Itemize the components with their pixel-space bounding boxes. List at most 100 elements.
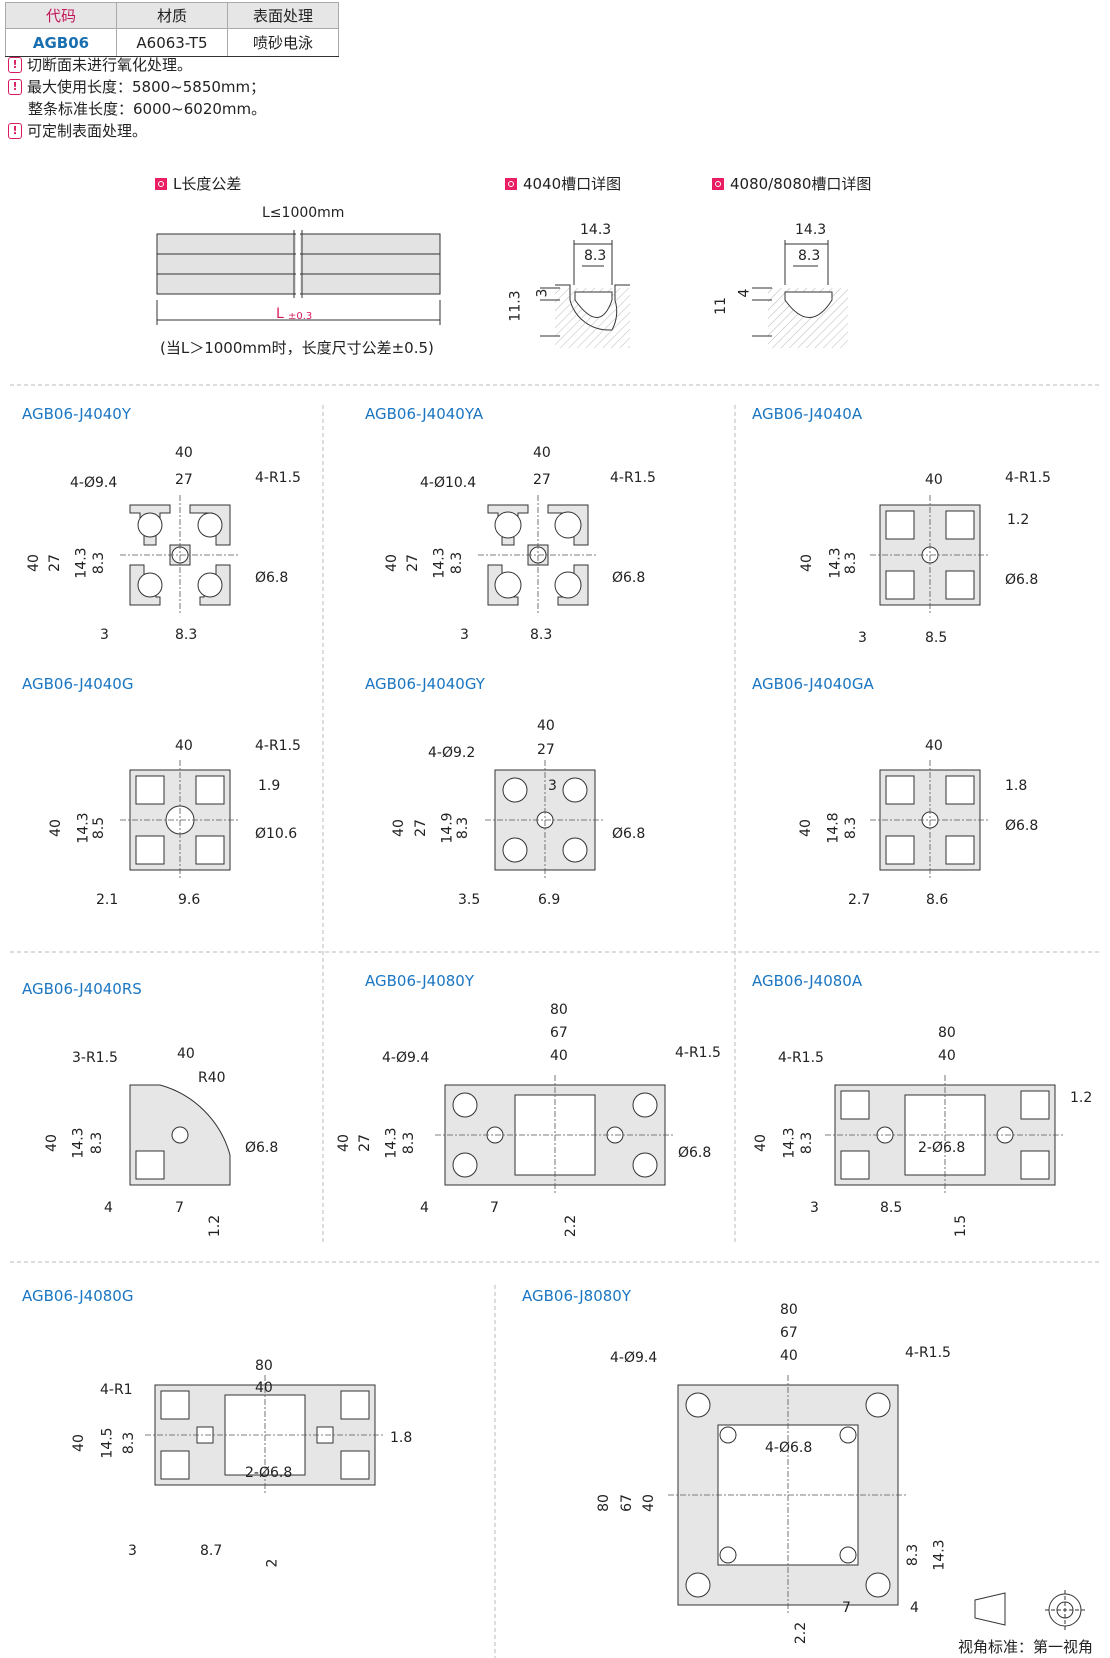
dim-label: 27 (412, 819, 429, 837)
dim-label: 40 (25, 554, 42, 572)
dim-label: 80 (595, 1494, 612, 1512)
dim-label: Ø6.8 (612, 570, 646, 586)
dim-label: 3 (810, 1200, 819, 1216)
dim-label: 67 (780, 1325, 798, 1341)
dim-label: 9.6 (178, 892, 201, 908)
dim-label: 40 (798, 554, 815, 572)
slot-4040-drawing (540, 240, 630, 348)
length-bottom-label: L (276, 306, 284, 322)
dim-label: 4-Ø9.2 (428, 745, 476, 761)
dim-label: 27 (533, 472, 551, 488)
dim-label: 8.3 (843, 816, 860, 840)
dim-label: Ø6.8 (678, 1145, 712, 1161)
dim-label: 40 (938, 1048, 956, 1064)
dim-label: 1.2 (1070, 1090, 1093, 1106)
cell-surface: 喷砂电泳 (227, 28, 339, 57)
dim-label: 40 (43, 1134, 60, 1152)
dim-label: 40 (797, 819, 814, 837)
dim-label: 3 (460, 627, 469, 643)
dim-label: 8.5 (925, 630, 948, 646)
dim-label: 2-Ø6.8 (245, 1465, 293, 1481)
dim-label: 14.3 (75, 812, 92, 844)
model-label: AGB06-J4040A (752, 405, 863, 423)
dim-label: 14.3 (73, 547, 90, 579)
dim-label: 3 (858, 630, 867, 646)
dim-label: 14.3 (70, 1127, 87, 1159)
dim-label: 14.3 (781, 1127, 798, 1159)
length-tolerance-label: ±0.3 (288, 311, 313, 322)
slot4040-w2: 8.3 (584, 248, 607, 264)
dim-label: R40 (198, 1070, 226, 1086)
dim-label: 40 (70, 1434, 87, 1452)
dim-label: 40 (390, 819, 407, 837)
dim-label: 8.3 (401, 1131, 418, 1155)
model-label: AGB06-J4080A (752, 972, 863, 990)
dim-label: Ø6.8 (612, 826, 646, 842)
dim-label: 3 (128, 1543, 137, 1559)
spec-table: 代码 材质 表面处理 AGB06 A6063-T5 喷砂电泳 (5, 2, 339, 57)
first-angle-symbol (974, 1590, 1085, 1630)
slot-8080-title: 4080/8080槽口详图 (712, 173, 871, 194)
dim-label: 4-Ø9.4 (70, 475, 118, 491)
dim-label: 8.3 (530, 627, 553, 643)
dim-label: 4-Ø10.4 (420, 475, 477, 491)
dim-label: 8.3 (121, 1431, 138, 1455)
dim-label: 8.6 (926, 892, 949, 908)
model-label: AGB06-J4040RS (22, 980, 142, 998)
dim-label: 67 (618, 1494, 635, 1512)
dim-label: 14.5 (99, 1427, 116, 1459)
bullet-icon (155, 177, 167, 190)
dim-label: 4-R1.5 (675, 1045, 721, 1061)
dim-label: 14.9 (439, 812, 456, 844)
note-text: 最大使用长度：5800~5850mm； (27, 78, 266, 96)
slot8080-w2: 8.3 (798, 248, 821, 264)
dim-label: 40 (335, 1134, 352, 1152)
dim-label: 80 (938, 1025, 956, 1041)
header-surface: 表面处理 (227, 2, 339, 29)
model-label: AGB06-J4080Y (365, 972, 475, 990)
dim-label: 1.5 (953, 1214, 970, 1238)
exclamation-icon: ! (8, 122, 22, 139)
slot8080-d1: 4 (736, 288, 753, 298)
dim-label: 80 (255, 1358, 273, 1374)
slot8080-d2: 11 (712, 297, 729, 315)
model-label: AGB06-J4040YA (365, 405, 484, 423)
dim-label: 4-R1.5 (778, 1050, 824, 1066)
dim-label: Ø6.8 (1005, 818, 1039, 834)
length-tolerance-title: L长度公差 (155, 173, 241, 194)
dim-label: 40 (255, 1380, 273, 1396)
dim-label: 80 (550, 1002, 568, 1018)
dim-label: 80 (780, 1302, 798, 1318)
slot-4040-title: 4040槽口详图 (505, 173, 621, 194)
exclamation-icon: ! (8, 56, 22, 73)
note-1: ! 切断面未进行氧化处理。 (8, 54, 192, 75)
dim-label: 4-Ø6.8 (765, 1440, 813, 1456)
note-text: 切断面未进行氧化处理。 (27, 56, 193, 74)
view-standard-label: 视角标准：第一视角 (958, 1638, 1094, 1656)
bullet-icon (712, 177, 724, 190)
dim-label: 4-R1.5 (610, 470, 656, 486)
dim-label: 2.1 (96, 892, 119, 908)
dim-label: 2-Ø6.8 (918, 1140, 966, 1156)
dim-label: 8.3 (175, 627, 198, 643)
dim-label: 8.3 (843, 551, 860, 575)
dim-label: 3 (100, 627, 109, 643)
dim-label: 4-R1 (100, 1382, 133, 1398)
dim-label: 4-Ø9.4 (610, 1350, 658, 1366)
dim-label: 3-R1.5 (72, 1050, 118, 1066)
slot4040-d1: 3 (534, 288, 551, 298)
dim-label: 8.3 (905, 1543, 922, 1567)
dim-label: 40 (175, 445, 193, 461)
profile-4040rs (129, 1084, 231, 1186)
dim-label: Ø6.8 (245, 1140, 279, 1156)
dim-label: Ø6.8 (255, 570, 289, 586)
dim-label: 1.2 (207, 1214, 224, 1238)
dim-label: 4 (104, 1200, 113, 1216)
dim-label: 14.3 (827, 547, 844, 579)
dim-label: 40 (177, 1046, 195, 1062)
dim-label: 40 (47, 819, 64, 837)
length-note: (当L＞1000mm时，长度尺寸公差±0.5) (160, 339, 434, 357)
dim-label: 2 (264, 1558, 281, 1568)
dim-label: 8.3 (449, 551, 466, 575)
